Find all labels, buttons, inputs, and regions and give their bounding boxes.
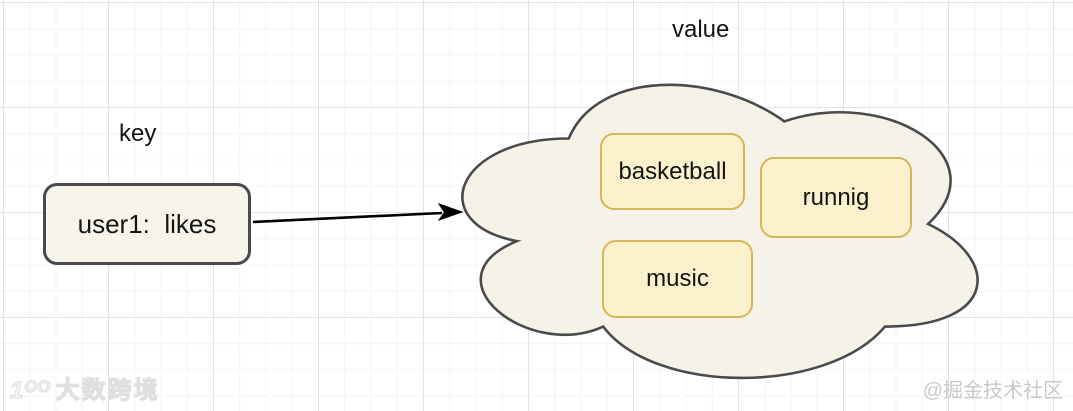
watermark-juejin: @掘金技术社区 xyxy=(922,380,1063,402)
value-item-music: music xyxy=(602,240,753,318)
value-cloud xyxy=(461,83,979,380)
dashukuajing-logo-icon: 1ᴼᴼ xyxy=(10,377,51,405)
value-label: value xyxy=(672,16,730,43)
value-item-runnig: runnig xyxy=(760,157,912,238)
dashukuajing-brand-text: 大数跨境 xyxy=(55,377,160,405)
key-node: user1: likes xyxy=(43,183,251,265)
arrow-line-icon xyxy=(252,211,443,224)
value-item-basketball: basketball xyxy=(600,133,745,210)
key-label: key xyxy=(119,120,157,147)
